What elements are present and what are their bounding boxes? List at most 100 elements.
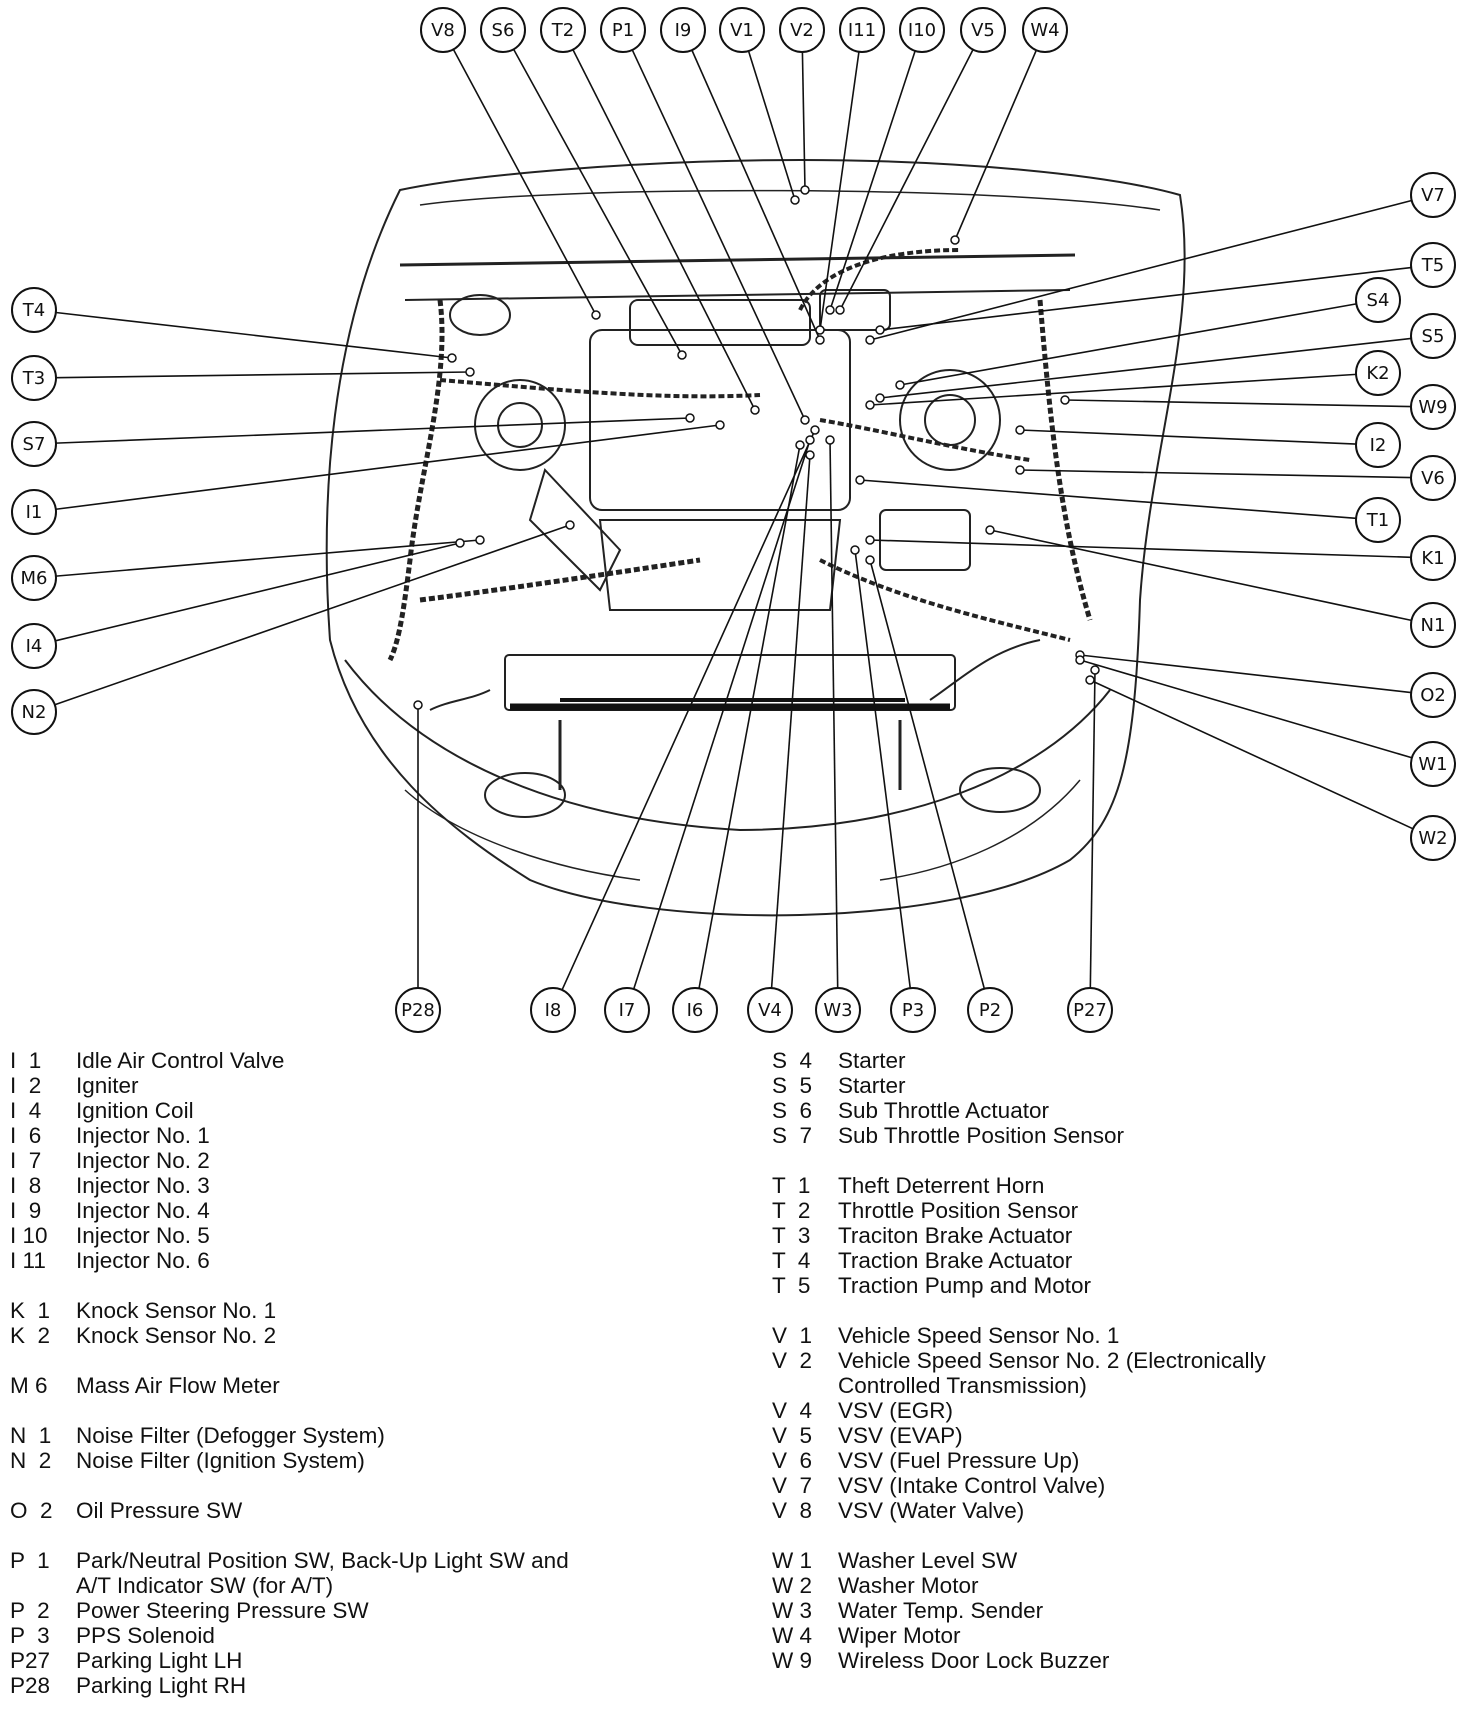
legend-code: P27 (10, 1648, 51, 1673)
callout-w9: W9 (1410, 384, 1456, 430)
callout-circle (480, 7, 526, 53)
callout-p28: P28 (395, 987, 441, 1033)
callout-circle (1355, 422, 1401, 468)
callout-circle (960, 7, 1006, 53)
callout-i2: I2 (1355, 422, 1401, 468)
legend-description: Mass Air Flow Meter (76, 1373, 280, 1398)
connector-w2 (1085, 675, 1095, 685)
leader-line-t1 (859, 479, 1357, 520)
legend-code: V 8 (772, 1498, 813, 1523)
callout-label: S5 (1422, 326, 1445, 347)
callout-circle (1410, 384, 1456, 430)
connector-m6 (475, 535, 485, 545)
callout-circle (11, 287, 57, 333)
leader-line-v5 (839, 49, 974, 311)
connector-s7 (685, 413, 695, 423)
callout-s4: S4 (1355, 277, 1401, 323)
callout-circle (1410, 172, 1456, 218)
callout-circle (1022, 7, 1068, 53)
legend-description: Parking Light LH (76, 1648, 243, 1673)
callout-circle (420, 7, 466, 53)
legend-description: Starter (838, 1073, 906, 1098)
callout-label: T4 (22, 300, 45, 321)
legend-description: VSV (EVAP) (838, 1423, 963, 1448)
connector-t1 (855, 475, 865, 485)
legend-description: VSV (EGR) (838, 1398, 954, 1423)
connector-p28 (413, 700, 423, 710)
legend-code: T 2 (772, 1198, 811, 1223)
callout-circle (600, 7, 646, 53)
callout-label: S7 (23, 434, 46, 455)
callout-label: V6 (1421, 468, 1445, 489)
legend-description: Traction Pump and Motor (838, 1273, 1092, 1298)
leader-line-p27 (1089, 669, 1096, 989)
legend-item: P27 Parking Light LH (10, 1648, 750, 1673)
callout-p3: P3 (890, 987, 936, 1033)
callout-circle (672, 987, 718, 1033)
engine-bay-outline (325, 158, 1186, 917)
legend-description: VSV (Intake Control Valve) (838, 1473, 1106, 1498)
connector-v8 (591, 310, 601, 320)
callout-label: K1 (1421, 548, 1444, 569)
leader-line-t4 (55, 311, 453, 359)
leader-line-p2 (869, 559, 986, 989)
leader-line-t5 (879, 266, 1412, 331)
legend-code: V 6 (772, 1448, 813, 1473)
callout-w2: W2 (1410, 815, 1456, 861)
legend-code: P28 (10, 1673, 51, 1698)
callout-label: I4 (26, 636, 43, 657)
legend-description: Injector No. 3 (76, 1173, 210, 1198)
legend-code: V 7 (772, 1473, 813, 1498)
callout-t5: T5 (1410, 242, 1456, 288)
callout-label: N1 (1421, 615, 1446, 636)
legend-code: S 4 (772, 1048, 813, 1073)
legend-code (772, 1373, 838, 1398)
callout-label: V5 (971, 20, 995, 41)
legend-code: W 4 (772, 1623, 813, 1648)
connector-k2 (865, 400, 875, 410)
leader-line-i11 (819, 51, 860, 331)
callout-label: W3 (823, 1000, 852, 1021)
callout-circle (890, 987, 936, 1033)
legend-description: Water Temp. Sender (838, 1598, 1044, 1623)
callout-label: P28 (401, 1000, 435, 1021)
leader-line-v7 (869, 199, 1412, 341)
callout-i6: I6 (672, 987, 718, 1033)
connector-w1 (1075, 655, 1085, 665)
leader-line-i10 (829, 50, 916, 311)
legend-description: Igniter (76, 1073, 139, 1098)
legend-description: Parking Light RH (76, 1673, 247, 1698)
legend-code: V 5 (772, 1423, 813, 1448)
legend-code: I 4 (10, 1098, 42, 1123)
legend-item: V 7 VSV (Intake Control Valve) (772, 1473, 1462, 1498)
legend-code: I 6 (10, 1123, 42, 1148)
legend-code (10, 1573, 76, 1598)
callout-label: I2 (1370, 435, 1387, 456)
callout-circle (540, 7, 586, 53)
callout-label: W4 (1030, 20, 1059, 41)
callout-circle (899, 7, 945, 53)
legend-item: P28 Parking Light RH (10, 1673, 750, 1698)
legend-code: N 2 (10, 1448, 52, 1473)
callout-circle (1355, 277, 1401, 323)
callout-circle (530, 987, 576, 1033)
leader-line-s7 (55, 417, 691, 444)
leader-line-o2 (1079, 654, 1412, 694)
